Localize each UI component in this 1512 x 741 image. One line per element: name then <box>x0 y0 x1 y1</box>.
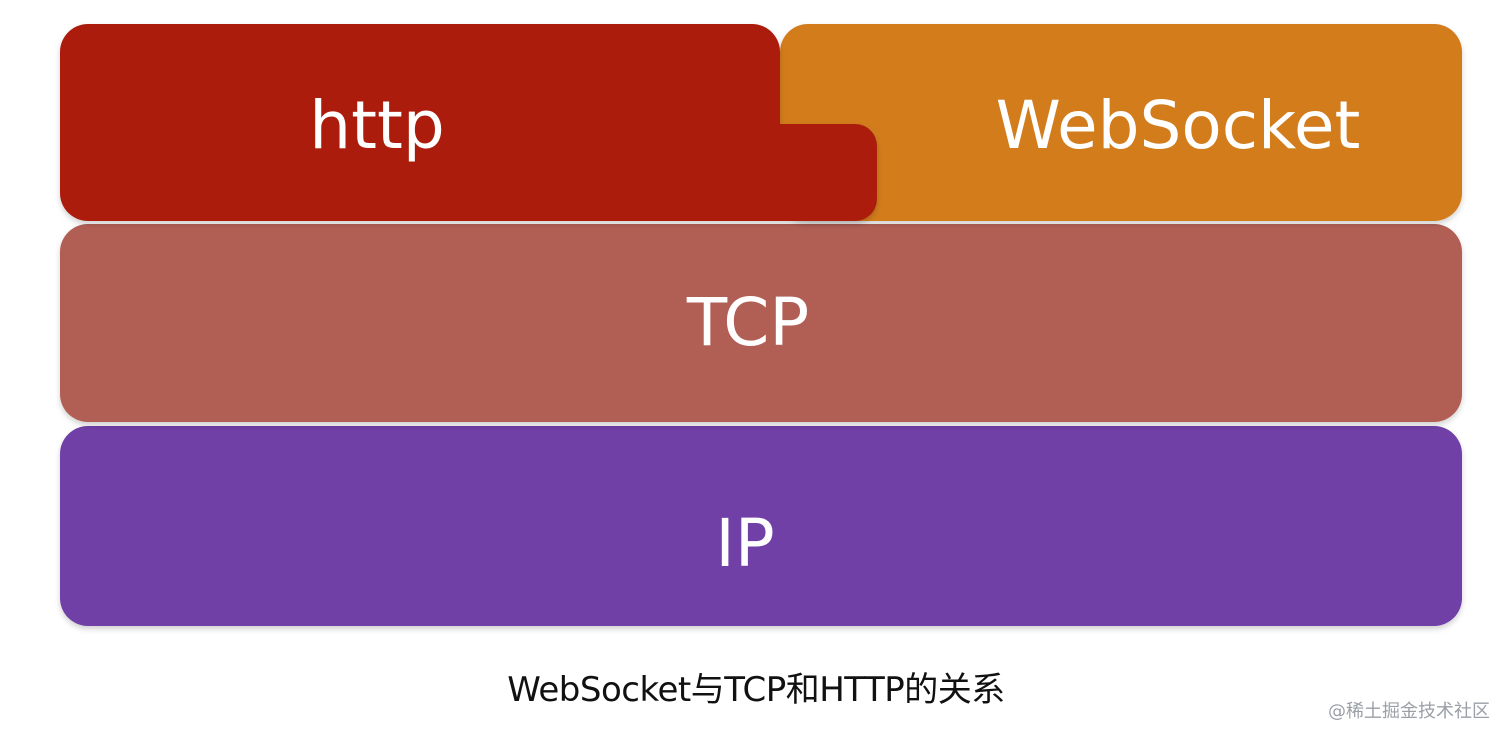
http-layer-block <box>60 24 877 221</box>
diagram-caption: WebSocket与TCP和HTTP的关系 <box>507 670 1005 710</box>
websocket-layer-block <box>780 24 1462 221</box>
ip-layer-block <box>60 426 1462 626</box>
ip-layer-label: IP <box>715 505 774 582</box>
tcp-layer-block <box>60 224 1462 422</box>
websocket-layer-label: WebSocket <box>996 87 1361 164</box>
http-layer-label: http <box>309 87 444 164</box>
watermark: @稀土掘金技术社区 <box>1328 701 1490 722</box>
tcp-layer-label: TCP <box>686 284 809 361</box>
